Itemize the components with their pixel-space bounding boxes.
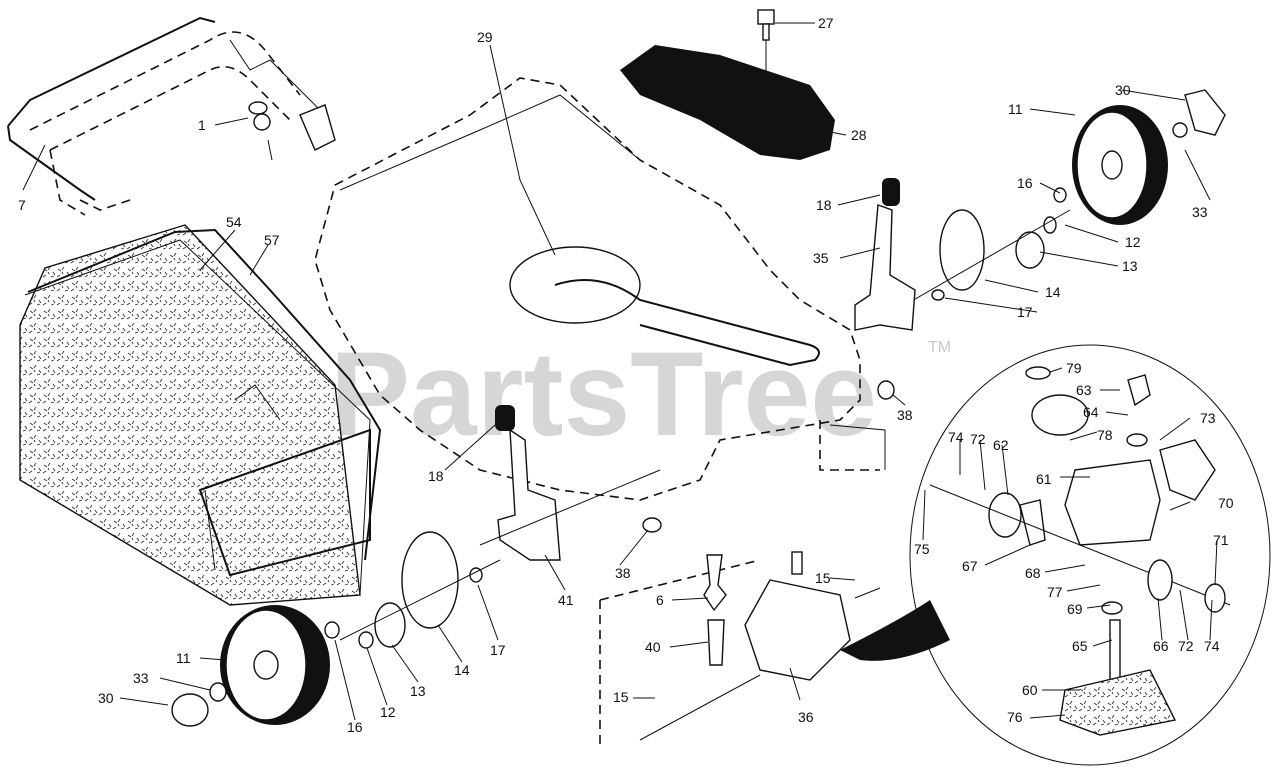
callout-12-right: 12 — [1125, 234, 1141, 250]
callout-13-right: 13 — [1122, 258, 1138, 274]
callout-73: 73 — [1200, 410, 1216, 426]
callout-35: 35 — [813, 250, 829, 266]
callout-65: 65 — [1072, 638, 1088, 654]
left-height-adjuster — [479, 405, 662, 561]
leader-lines — [22, 22, 1218, 721]
right-wheel-assembly — [869, 89, 1226, 326]
callout-17-left: 17 — [490, 642, 506, 658]
callout-30-left: 30 — [98, 690, 114, 706]
left-wheel-assembly — [171, 531, 501, 727]
callout-11-left: 11 — [176, 650, 191, 666]
callout-14-left: 14 — [454, 662, 470, 678]
callout-1: 1 — [198, 117, 206, 133]
callout-36: 36 — [798, 709, 814, 725]
callout-6: 6 — [656, 592, 664, 608]
watermark-text: PartsTree — [330, 327, 877, 461]
callout-69: 69 — [1067, 601, 1083, 617]
callout-18-right: 18 — [816, 197, 832, 213]
callout-30-right: 30 — [1115, 82, 1131, 98]
rear-cover — [620, 9, 835, 160]
callout-71: 71 — [1213, 532, 1229, 548]
callout-13-left: 13 — [410, 683, 426, 699]
callout-66: 66 — [1153, 638, 1169, 654]
callout-61: 61 — [1036, 471, 1052, 487]
callout-62: 62 — [993, 437, 1009, 453]
callout-18-left: 18 — [428, 468, 444, 484]
watermark-trademark: TM — [928, 339, 951, 356]
callout-40: 40 — [645, 639, 661, 655]
right-height-adjuster — [854, 178, 916, 400]
gearbox-detail-view — [909, 344, 1271, 766]
callout-77: 77 — [1047, 584, 1063, 600]
callout-15-lower: 15 — [613, 689, 629, 705]
callout-74-upper: 74 — [948, 429, 964, 445]
callout-68: 68 — [1025, 565, 1041, 581]
callout-33-right: 33 — [1192, 204, 1208, 220]
handle-assembly — [7, 16, 336, 216]
grass-catcher-bag — [19, 224, 382, 606]
callout-76: 76 — [1007, 709, 1023, 725]
callout-74-lower: 74 — [1204, 638, 1220, 654]
callout-33-left: 33 — [133, 670, 149, 686]
callout-78: 78 — [1097, 427, 1113, 443]
callout-60: 60 — [1022, 682, 1038, 698]
callout-64: 64 — [1083, 404, 1099, 420]
callout-75: 75 — [914, 541, 930, 557]
mower-deck — [314, 77, 886, 501]
callout-27: 27 — [818, 15, 834, 31]
callout-41: 41 — [558, 592, 574, 608]
callout-67: 67 — [962, 558, 978, 574]
callout-72-upper: 72 — [970, 431, 986, 447]
callout-11-right: 11 — [1008, 101, 1023, 117]
callout-14-right: 14 — [1045, 284, 1061, 300]
callout-38-left: 38 — [615, 565, 631, 581]
callout-15-upper: 15 — [815, 570, 831, 586]
callout-12-left: 12 — [380, 704, 396, 720]
callout-17-right: 17 — [1017, 304, 1033, 320]
drive-transmission — [599, 551, 950, 750]
callout-16-left: 16 — [347, 719, 363, 735]
callout-16-right: 16 — [1017, 175, 1033, 191]
callout-79: 79 — [1066, 360, 1082, 376]
callout-28: 28 — [851, 127, 867, 143]
callout-labels: 1 7 54 57 29 27 28 11 30 33 16 12 13 14 … — [18, 15, 1234, 735]
callout-63: 63 — [1076, 382, 1092, 398]
callout-54: 54 — [226, 214, 242, 230]
callout-38-right: 38 — [897, 407, 913, 423]
callout-29: 29 — [477, 29, 493, 45]
callout-57: 57 — [264, 232, 280, 248]
callout-72-lower: 72 — [1178, 638, 1194, 654]
callout-7: 7 — [18, 197, 26, 213]
callout-70: 70 — [1218, 495, 1234, 511]
